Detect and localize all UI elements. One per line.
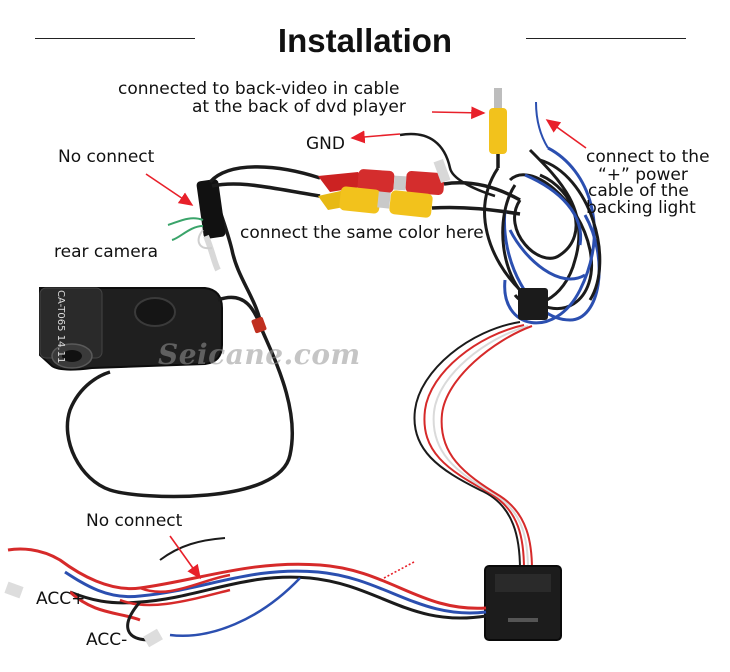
label-back-video: connected to back-video in cable: [118, 79, 400, 99]
cable-bundle: [483, 146, 602, 325]
harness-to-box: [413, 321, 533, 571]
arrow-no-connect-bottom: [169, 535, 201, 580]
label-power-1: connect to the: [586, 147, 710, 167]
rear-camera: [39, 287, 223, 371]
label-power-2: “+” power: [598, 165, 688, 185]
title-rule-right: [526, 38, 686, 39]
label-acc-minus: ACC-: [86, 630, 128, 650]
label-acc-plus: ACC+: [36, 589, 86, 609]
label-same-color: connect the same color here: [240, 223, 484, 243]
label-no-connect-top: No connect: [58, 147, 155, 167]
control-box: [484, 565, 562, 641]
label-power-3: cable of the: [588, 181, 689, 201]
camera-model-text: CA-T065: [55, 290, 66, 332]
label-gnd: GND: [306, 134, 345, 154]
annotation-arrows: [145, 106, 587, 580]
no-connect-wires: [167, 217, 204, 241]
label-rear-camera: rear camera: [54, 242, 159, 262]
arrow-power: [545, 119, 587, 149]
arrow-back-video: [431, 106, 486, 120]
page-title: Installation: [277, 22, 453, 59]
camera-date-text: 14.11: [55, 334, 66, 364]
label-power-4: backing light: [586, 198, 696, 218]
label-no-connect-bottom: No connect: [86, 511, 183, 531]
label-back-video-line2: at the back of dvd player: [192, 97, 406, 117]
yellow-rca-connectors: [318, 186, 433, 218]
watermark: Seicane.com: [158, 338, 361, 371]
red-rca-connectors: [318, 169, 445, 195]
arrow-gnd: [350, 130, 401, 144]
title-rule-left: [35, 38, 195, 39]
camera-model-tag: CA-T065 14.11: [55, 290, 66, 363]
arrow-no-connect-top: [145, 173, 194, 206]
back-video-rca: [489, 88, 507, 168]
